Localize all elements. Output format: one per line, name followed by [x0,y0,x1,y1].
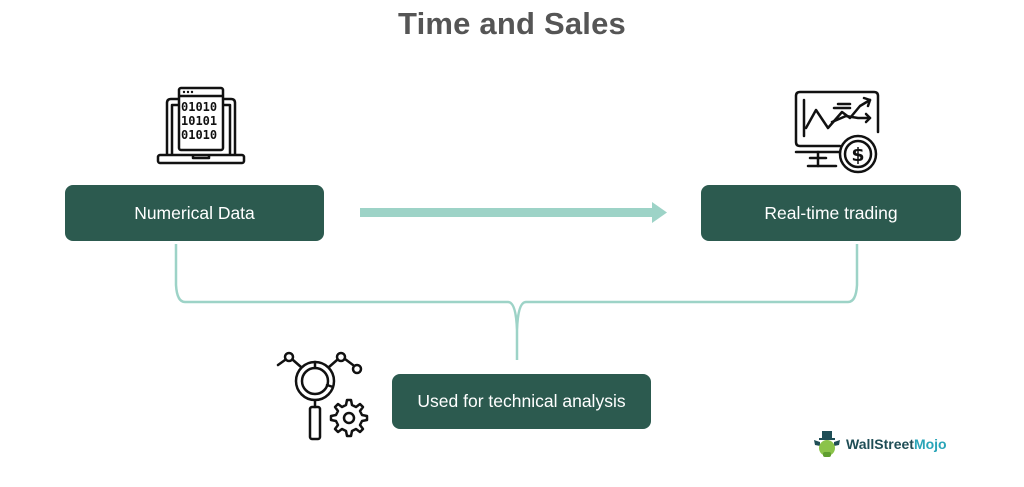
bull-mascot-icon [814,431,840,457]
svg-text:01010: 01010 [181,128,217,142]
numerical-data-label: Numerical Data [134,202,255,223]
svg-text:01010: 01010 [181,100,217,114]
brace-connector [174,244,859,360]
real-time-trading-label: Real-time trading [764,202,898,223]
laptop-binary-code-icon: 01010 10101 01010 [156,86,246,165]
technical-analysis-label: Used for technical analysis [417,391,626,411]
wallstreetmojo-logo: WallStreetMojo [812,430,947,458]
numerical-data-box: Numerical Data [65,185,324,241]
monitor-chart-dollar-icon: $ [794,90,880,174]
page-title: Time and Sales [398,6,626,41]
real-time-trading-box: Real-time trading [701,185,961,241]
logo-text: WallStreetMojo [846,436,947,452]
technical-analysis-box: Used for technical analysis [392,374,651,429]
magnifier-network-gear-icon [276,351,369,441]
svg-text:10101: 10101 [181,114,217,128]
arrow-right-icon [360,202,667,223]
svg-text:$: $ [851,144,864,166]
